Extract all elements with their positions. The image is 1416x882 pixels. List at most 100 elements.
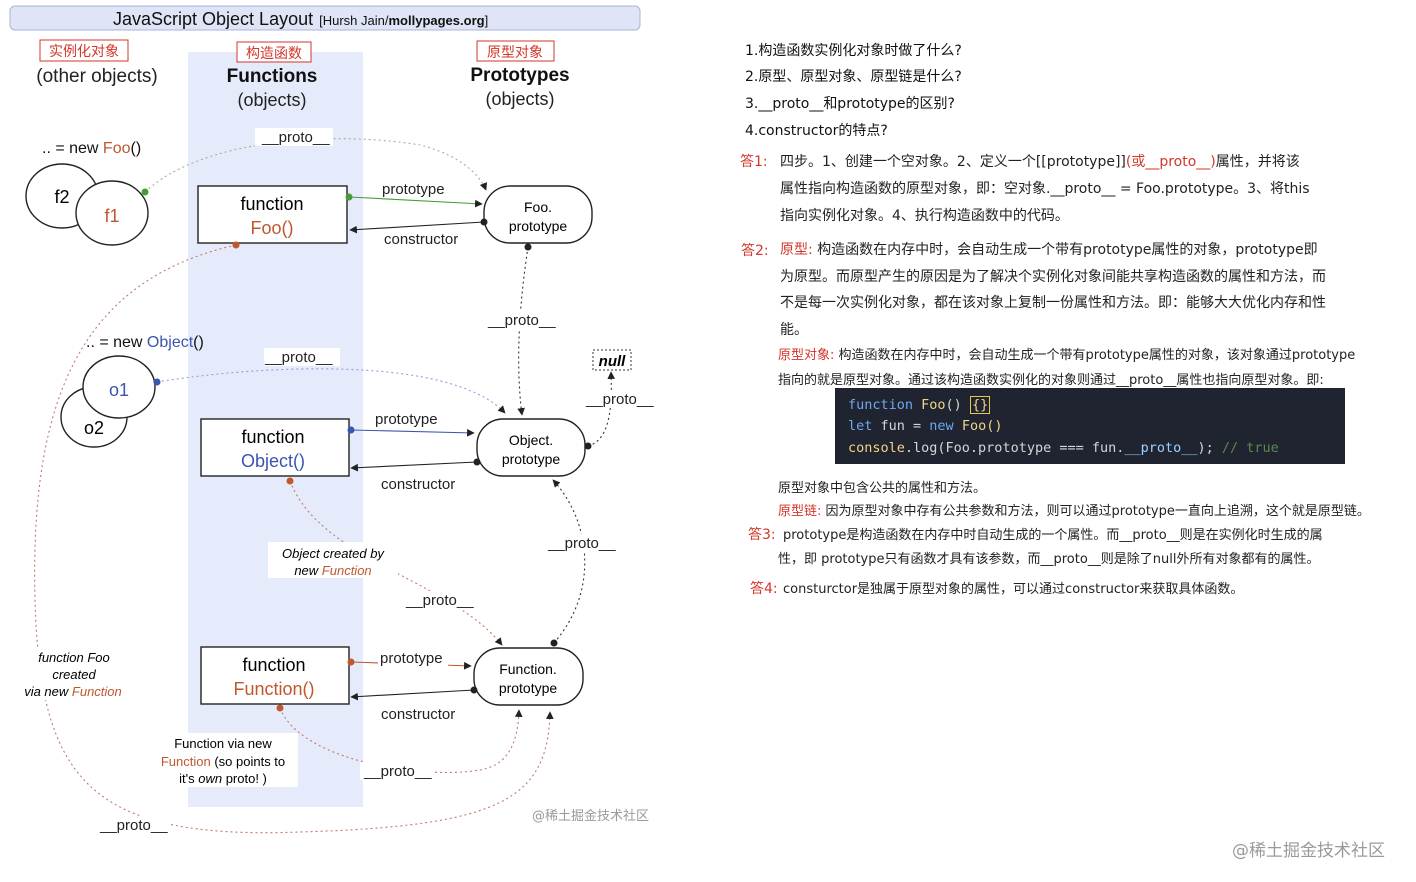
question-4: 4.constructor的特点? — [745, 123, 888, 139]
label-proto-fnproto: __proto__ — [547, 535, 616, 552]
answer-1-tag: 答1: — [740, 154, 768, 170]
answer-2-line-1: 原型: 构造函数在内存中时，会自动生成一个带有prototype属性的对象，pr… — [780, 242, 1318, 258]
label-proto-f1: __proto__ — [261, 129, 330, 146]
dot-function-constructor — [470, 686, 478, 694]
col1-header: (other objects) — [36, 66, 157, 87]
answer-3-line-2: 性，即 prototype只有函数才具有该参数，而__proto__则是除了nu… — [778, 552, 1320, 567]
answer-4-tag: 答4: — [750, 581, 778, 597]
label-prototype-foo: prototype — [382, 181, 445, 198]
code-line-3: console.log(Foo.prototype === fun.__prot… — [848, 440, 1279, 456]
edge-foo-prototype — [348, 196, 483, 208]
new-object-label: .. = new Object() — [86, 334, 204, 351]
code-line-2: let fun = new Foo() — [848, 418, 1003, 434]
function-foo-box — [197, 185, 348, 244]
function-object-line2: Object() — [241, 451, 305, 471]
answer-2-line-2: 为原型。而原型产生的原因是为了解决个实例化对象间能共享构造函数的属性和方法，而 — [780, 269, 1326, 285]
edge-function-constructor — [350, 689, 475, 701]
function-foo-line2: Foo() — [250, 218, 293, 238]
foo-prototype-line2: prototype — [509, 218, 568, 234]
label-proto-fooproto: __proto__ — [487, 312, 556, 329]
foo-prototype-box — [483, 185, 593, 244]
dot-objproto-null — [584, 442, 592, 450]
prototype-object-line-2: 指向的就是原型对象。通过该构造函数实例化的对象则通过__proto__属性也指向… — [778, 373, 1324, 388]
object-prototype-line1: Object. — [509, 432, 553, 448]
function-object-line1: function — [241, 427, 304, 447]
edge-object-prototype — [350, 428, 475, 437]
label-constructor-function: constructor — [381, 706, 455, 723]
function-prototype-line1: Function. — [499, 661, 557, 677]
answer-1-line-2: 属性指向构造函数的原型对象，即：空对象.__proto__ = Foo.prot… — [780, 181, 1310, 197]
label-proto-o1: __proto__ — [264, 349, 333, 366]
prototype-object-line-1: 原型对象: 构造函数在内存中时，会自动生成一个带有prototype属性的对象，… — [778, 348, 1356, 363]
answer-3-line-1: prototype是构造函数在内存中时自动生成的一个属性。而__proto__则… — [783, 528, 1323, 543]
dot-f1 — [141, 188, 149, 196]
edge-fooproto-proto — [517, 246, 529, 416]
function-via-3: it's own proto! ) — [179, 771, 267, 786]
edge-objproto-null — [587, 371, 616, 447]
edge-object-constructor — [350, 461, 478, 472]
col3-header: Prototypes — [470, 65, 569, 86]
function-function-line2: Function() — [233, 679, 314, 699]
prototype-chain-line: 原型链: 因为原型对象中存有公共参数和方法，则可以通过prototype一直向上… — [778, 504, 1370, 519]
col2-tag-box — [236, 41, 312, 63]
dot-object-constructor — [473, 458, 481, 466]
dot-foo-prototype — [345, 193, 353, 201]
function-via-2: Function (so points to — [161, 754, 285, 769]
col2-subheader: (objects) — [237, 90, 306, 110]
col3-tag-box — [476, 40, 555, 62]
label-proto-functionfn: __proto__ — [363, 763, 432, 780]
instance-f1-label: f1 — [104, 206, 119, 226]
foo-prototype-line1: Foo. — [524, 199, 552, 215]
page-watermark: @稀土掘金技术社区 — [1232, 841, 1385, 861]
instance-o1 — [82, 355, 156, 419]
null-label: null — [599, 353, 626, 370]
function-object-box — [200, 418, 350, 477]
answer-1-line-3: 指向实例化对象。4、执行构造函数中的代码。 — [780, 208, 1069, 224]
answer-3-tag: 答3: — [748, 527, 776, 543]
dot-fooproto-proto — [524, 243, 532, 251]
object-created-by-2: new Function — [294, 563, 371, 578]
label-constructor-foo: constructor — [384, 231, 458, 248]
prototype-chain-diagram: JavaScript Object Layout[Hursh Jain/moll… — [9, 5, 654, 834]
function-via-1: Function via new — [174, 736, 272, 751]
code-line-1: function Foo() {} — [848, 396, 991, 414]
instance-f2-label: f2 — [54, 187, 69, 207]
col1-tag-box — [39, 39, 129, 62]
label-prototype-function: prototype — [380, 650, 443, 667]
edge-foofn-proto — [34, 244, 554, 834]
col2-tag: 构造函数 — [246, 46, 302, 62]
question-3: 3.__proto__和prototype的区别? — [745, 96, 955, 112]
prototype-object-summary: 原型对象中包含公共的属性和方法。 — [778, 481, 987, 496]
edge-foo-constructor — [349, 221, 485, 234]
dot-object-prototype — [347, 426, 355, 434]
dot-foo-constructor — [480, 218, 488, 226]
answer-1-line-1: 四步。1、创建一个空对象。2、定义一个[[prototype]](或__prot… — [780, 154, 1300, 170]
function-prototype-box — [473, 647, 584, 706]
dot-objectfn — [286, 477, 294, 485]
dot-functionfn — [276, 704, 284, 712]
dot-foofn — [232, 241, 240, 249]
dot-function-prototype — [347, 658, 355, 666]
function-function-line1: function — [242, 655, 305, 675]
instance-f1 — [75, 180, 149, 246]
label-proto-foofn: __proto__ — [99, 817, 168, 834]
notes-panel: 1.构造函数实例化对象时做了什么? 2.原型、原型对象、原型链是什么? 3.__… — [735, 0, 1415, 882]
function-foo-line1: function — [240, 194, 303, 214]
dot-o1 — [153, 378, 161, 386]
title-bar — [9, 5, 641, 31]
col3-tag: 原型对象 — [487, 45, 543, 61]
label-constructor-object: constructor — [381, 476, 455, 493]
label-proto-objectfn: __proto__ — [405, 592, 474, 609]
col3-subheader: (objects) — [485, 89, 554, 109]
instance-o1-label: o1 — [109, 380, 129, 400]
code-block: function Foo() {} let fun = new Foo() co… — [835, 388, 1345, 464]
instance-o2-label: o2 — [84, 418, 104, 438]
col1-tag: 实例化对象 — [49, 44, 119, 60]
label-proto-objproto: __proto__ — [585, 391, 654, 408]
function-foo-created-1: function Foo — [38, 650, 110, 665]
diagram-title: JavaScript Object Layout[Hursh Jain/moll… — [113, 9, 488, 29]
edge-o1-proto — [156, 368, 506, 414]
object-prototype-line2: prototype — [502, 451, 561, 467]
answer-2-line-4: 能。 — [780, 322, 808, 338]
dot-fnproto-proto — [550, 639, 558, 647]
